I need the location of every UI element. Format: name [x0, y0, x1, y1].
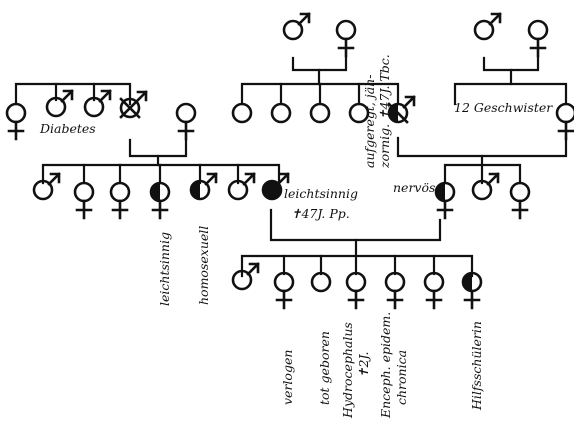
unknown-sex-symbol	[309, 102, 331, 124]
couple-line-b	[482, 56, 540, 72]
female-symbol	[109, 181, 131, 220]
female-symbol	[527, 19, 549, 58]
label-aufgeregt-line1: aufgeregt, jäh-	[362, 75, 377, 168]
marriage-line-left	[128, 138, 188, 158]
label-death-47: ✝47J. Pp.	[291, 206, 350, 221]
label-aufgeregt-line2: zornig. ✝47J. Tbc.	[377, 54, 392, 169]
marriage-line-right	[396, 136, 568, 158]
female-symbol	[73, 181, 95, 220]
label-nervoes: nervös	[393, 180, 435, 195]
fully-affected-male-symbol	[261, 172, 290, 201]
horizontal-labels: Diabetes 12 Geschwister leichtsinnig ✝47…	[39, 100, 553, 221]
label-leichtsinnig-gen3: leichtsinnig	[284, 186, 358, 201]
unknown-sex-symbol	[270, 102, 292, 124]
female-symbol	[175, 102, 197, 141]
male-symbol	[32, 172, 61, 201]
male-symbol	[83, 89, 112, 118]
sibship-line-right	[453, 82, 568, 106]
affected-male-symbol	[189, 172, 218, 201]
female-symbol	[335, 19, 357, 58]
affected-female-symbol	[461, 271, 483, 310]
female-symbol	[5, 102, 27, 141]
female-symbol	[555, 102, 574, 141]
female-symbol	[345, 271, 367, 310]
sibship-line-left	[14, 82, 132, 106]
label-death-2: ✝2J.	[356, 352, 371, 378]
unknown-sex-symbol	[348, 102, 370, 124]
male-symbol	[231, 262, 260, 291]
affected-female-symbol	[149, 181, 171, 220]
affected-crossed-male-symbol	[387, 95, 416, 124]
label-enceph-line1: Enceph. epidem.	[378, 312, 393, 419]
male-symbol	[471, 172, 500, 201]
pedigree-symbols	[5, 12, 574, 310]
unknown-sex-symbol	[231, 102, 253, 124]
label-homosexuell: homosexuell	[196, 226, 211, 305]
label-enceph-line2: chronica	[394, 350, 409, 405]
male-symbol	[45, 89, 74, 118]
affected-female-symbol	[434, 181, 456, 220]
female-symbol	[423, 271, 445, 310]
label-siblings: 12 Geschwister	[454, 100, 553, 115]
couple-line-a	[291, 56, 348, 72]
crossed-male-symbol	[119, 90, 148, 119]
male-symbol	[473, 12, 502, 41]
label-hydrocephalus: Hydrocephalus	[340, 322, 355, 419]
label-tot-geboren: tot geboren	[317, 331, 332, 405]
label-leichtsinnig-gen3-vertical: leichtsinnig	[157, 232, 172, 306]
pedigree-lines	[14, 56, 568, 278]
female-symbol	[509, 181, 531, 220]
male-symbol	[282, 12, 311, 41]
label-verlogen: verlogen	[280, 350, 295, 405]
vertical-labels: leichtsinnig homosexuell aufgeregt, jäh-…	[157, 54, 484, 419]
unknown-sex-symbol	[310, 271, 332, 293]
female-symbol	[273, 271, 295, 310]
label-hilfsschuelerin: Hilfsschülerin	[469, 321, 484, 411]
male-symbol	[227, 172, 256, 201]
female-symbol	[384, 271, 406, 310]
label-diabetes: Diabetes	[39, 121, 96, 136]
